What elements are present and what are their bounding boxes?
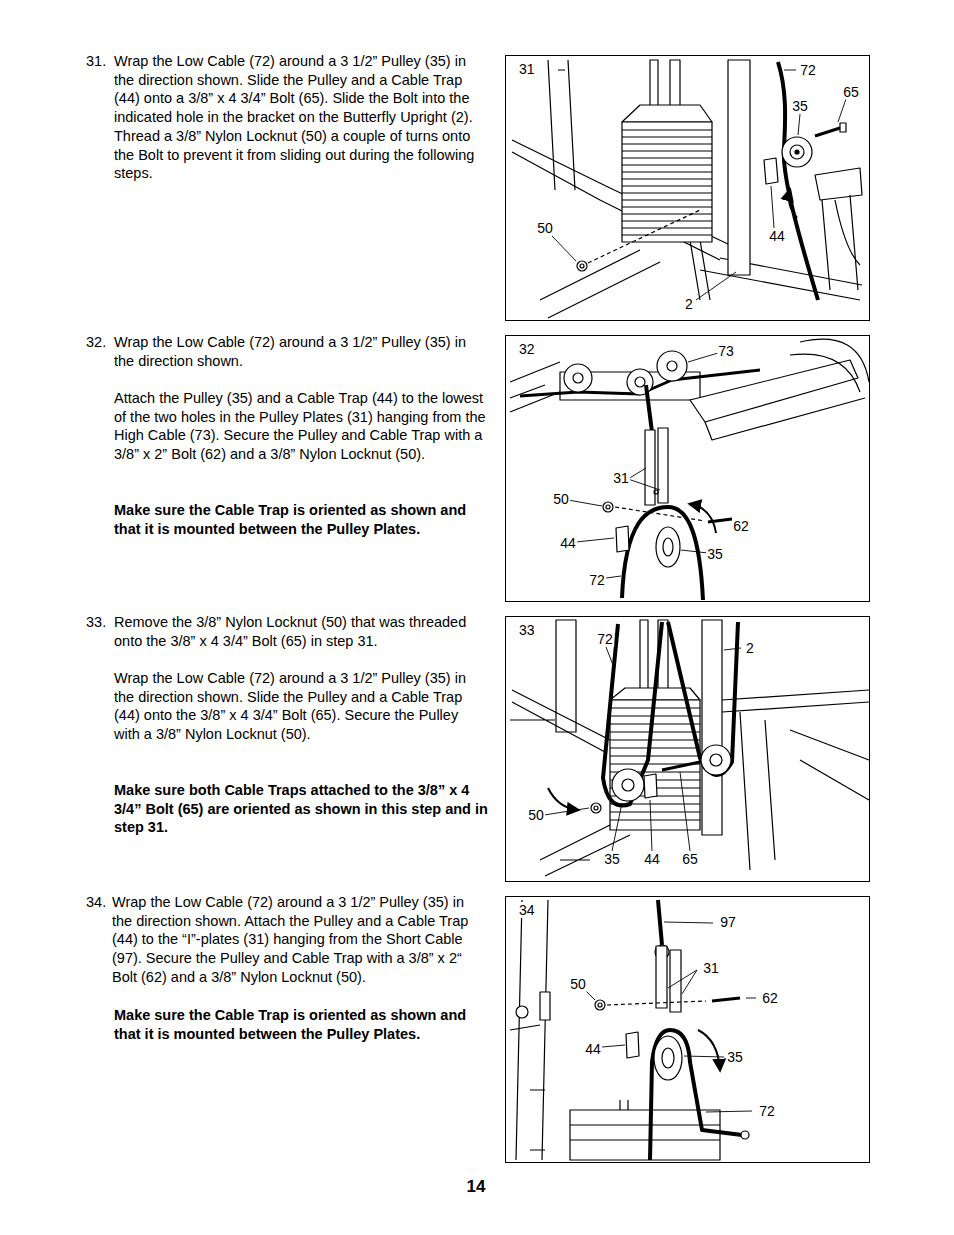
callout-number: 35 xyxy=(726,1050,744,1065)
step-number: 34. xyxy=(86,893,106,912)
callout-number: 44 xyxy=(559,536,577,551)
callout-number: 44 xyxy=(768,229,786,244)
warning-note: Make sure the Cable Trap is oriented as … xyxy=(114,501,486,538)
callout-number: 65 xyxy=(681,852,699,867)
callout-number: 50 xyxy=(569,977,587,992)
callout-number: 35 xyxy=(603,852,621,867)
callout-number: 97 xyxy=(719,915,737,930)
instruction-text: Wrap the Low Cable (72) around a 3 1/2” … xyxy=(114,333,486,370)
step-31-figure xyxy=(512,60,862,318)
instruction-text: Wrap the Low Cable (72) around a 3 1/2” … xyxy=(114,52,486,183)
callout-number: 44 xyxy=(584,1042,602,1057)
callout-number: 62 xyxy=(761,991,779,1006)
callout-number: 50 xyxy=(552,492,570,507)
figure-panel: 31 xyxy=(505,55,870,321)
callout-number: 2 xyxy=(745,641,755,656)
instruction-text: Wrap the Low Cable (72) around a 3 1/2” … xyxy=(112,893,486,987)
step-32-figure xyxy=(510,339,869,600)
callout-number: 72 xyxy=(596,632,614,647)
step-34-figure xyxy=(510,900,756,1160)
callout-number: 35 xyxy=(706,547,724,562)
callout-number: 62 xyxy=(732,519,750,534)
panel-step-number: 33 xyxy=(518,622,536,638)
callout-number: 2 xyxy=(684,297,694,312)
callout-number: 72 xyxy=(588,573,606,588)
page-number: 14 xyxy=(467,1178,486,1197)
instruction-text: Remove the 3/8” Nylon Locknut (50) that … xyxy=(114,613,486,650)
step-33-figure xyxy=(510,620,869,876)
panel-step-number: 32 xyxy=(518,341,536,357)
callout-number: 50 xyxy=(527,808,545,823)
step-number: 31. xyxy=(86,52,106,71)
panel-step-number: 34 xyxy=(518,902,536,918)
panel-step-number: 31 xyxy=(518,61,536,77)
callout-number: 72 xyxy=(799,63,817,78)
instruction-text: Attach the Pulley (35) and a Cable Trap … xyxy=(114,389,486,464)
callout-number: 65 xyxy=(842,85,860,100)
step-number: 33. xyxy=(86,613,106,632)
warning-note: Make sure the Cable Trap is oriented as … xyxy=(114,1006,486,1043)
figure-panel: 34 xyxy=(505,896,870,1163)
callout-number: 31 xyxy=(702,961,720,976)
callout-number: 35 xyxy=(791,99,809,114)
callout-number: 31 xyxy=(612,471,630,486)
figure-panel: 33 xyxy=(505,616,870,882)
callout-number: 44 xyxy=(643,852,661,867)
figure-panel: 32 xyxy=(505,335,870,602)
warning-note: Make sure both Cable Traps attached to t… xyxy=(114,781,490,837)
step-number: 32. xyxy=(86,333,106,352)
callout-number: 72 xyxy=(758,1104,776,1119)
instruction-text: Wrap the Low Cable (72) around a 3 1/2” … xyxy=(114,669,486,744)
callout-number: 50 xyxy=(536,221,554,236)
callout-number: 73 xyxy=(717,344,735,359)
